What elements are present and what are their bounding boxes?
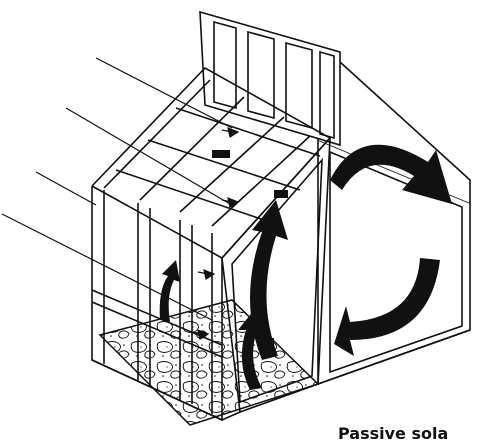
- mid-vent: [274, 190, 288, 198]
- sun-rays: [2, 58, 232, 320]
- warm-air-arrow-up: [250, 200, 288, 360]
- diagram-caption: Passive sola: [338, 424, 448, 443]
- sun-ray-3: [36, 172, 96, 205]
- upper-vent: [212, 150, 230, 158]
- upper-wall-frame: [200, 12, 340, 145]
- rising-air-arrow-small: [160, 260, 180, 322]
